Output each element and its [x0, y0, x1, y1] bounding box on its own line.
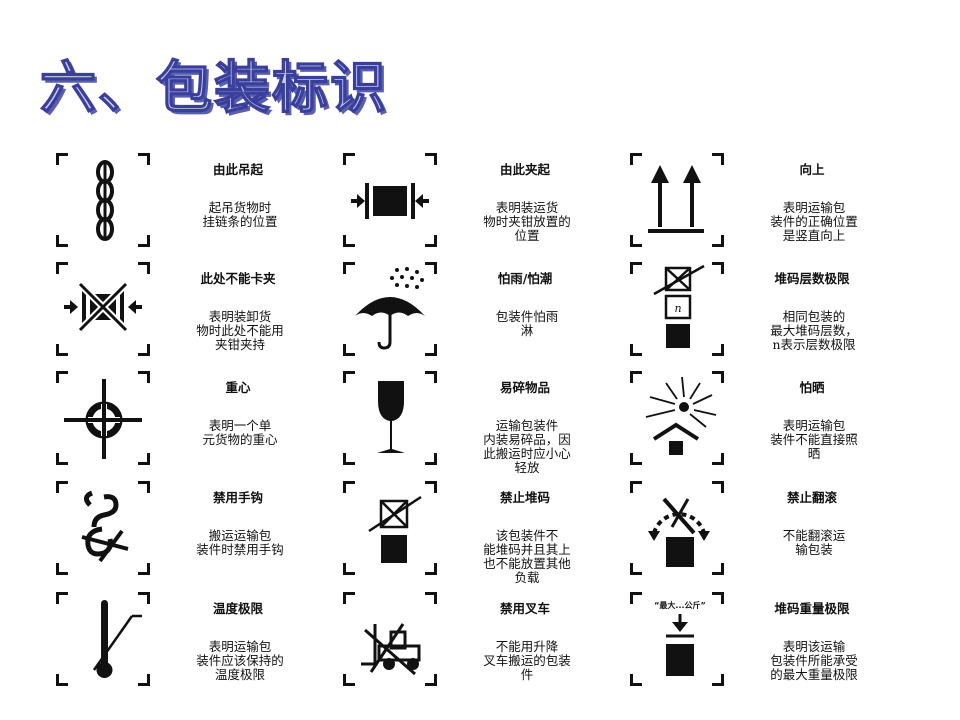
symbol-frame — [630, 481, 724, 575]
chain-icon — [58, 155, 148, 245]
label-item-no-clamp: 此处不能卡夹 表明装卸货 物时此处不能用 夹钳夹持 — [48, 262, 348, 368]
label-item-fragile: 易碎物品 运输包装件 内装易碎品，因 此搬运时应小心 轻放 — [335, 371, 635, 477]
symbol-frame — [56, 371, 150, 465]
stack-layer-number: n — [674, 302, 681, 315]
symbol-frame — [56, 153, 150, 247]
item-description: 不能翻滚运 输包装 — [782, 528, 846, 557]
symbol-frame — [343, 262, 437, 356]
label-item-no-stacking: 禁止堆码 该包装件不 能堆码并且其上 也不能放置其他 负载 — [335, 481, 635, 587]
clamp-here-icon — [345, 155, 435, 245]
item-title: 此处不能卡夹 — [200, 271, 276, 286]
no-rolling-icon — [632, 483, 722, 573]
label-item-clamp-here: 由此夹起 表明装运货 物时夹钳放置的 位置 — [335, 153, 635, 259]
no-clamp-icon — [58, 264, 148, 354]
label-item-lift-here: 由此吊起 起吊货物时 挂链条的位置 — [48, 153, 348, 259]
symbol-frame — [343, 153, 437, 247]
up-arrows-icon — [632, 155, 722, 245]
max-weight-label: “最大...公斤” — [654, 600, 706, 610]
item-title: 禁止堆码 — [499, 490, 550, 505]
symbol-frame — [56, 481, 150, 575]
item-title: 易碎物品 — [499, 380, 550, 395]
fragile-glass-icon — [345, 373, 435, 463]
symbol-frame — [56, 262, 150, 356]
item-title: 禁用手钩 — [212, 490, 263, 505]
label-item-temperature-limits: 温度极限 表明运输包 装件应该保持的 温度极限 — [48, 592, 348, 698]
item-description: 表明装卸货 物时此处不能用 夹钳夹持 — [196, 309, 284, 352]
center-of-gravity-icon — [58, 373, 148, 463]
stack-layers-icon: n — [632, 264, 722, 354]
symbol-frame: “最大...公斤” — [630, 592, 724, 686]
item-description: 起吊货物时 挂链条的位置 — [202, 200, 278, 229]
symbol-frame — [630, 371, 724, 465]
item-description: 运输包装件 内装易碎品，因 此搬运时应小心 轻放 — [483, 418, 571, 475]
item-title: 怕雨/怕潮 — [497, 271, 553, 286]
label-item-no-hand-hooks: 禁用手钩 搬运运输包 装件时禁用手钩 — [48, 481, 348, 587]
item-description: 不能用升降 叉车搬运的包装 件 — [483, 639, 571, 682]
item-description: 包装件怕雨 淋 — [495, 309, 559, 338]
label-item-keep-dry: 怕雨/怕潮 包装件怕雨 淋 — [335, 262, 635, 368]
item-description: 该包装件不 能堆码并且其上 也不能放置其他 负载 — [483, 528, 571, 585]
page-title: 六、包装标识 — [39, 55, 388, 121]
label-item-stack-weight-limit: “最大...公斤” 堆码重量极限 表明该运输 包装件所能承受 的最大重量极限 — [622, 592, 922, 698]
label-item-no-rolling: 禁止翻滚 不能翻滚运 输包装 — [622, 481, 922, 587]
umbrella-rain-icon — [345, 264, 435, 354]
no-forklift-icon — [345, 594, 435, 684]
item-title: 堆码层数极限 — [774, 271, 850, 286]
item-description: 表明运输包 装件应该保持的 温度极限 — [196, 639, 284, 682]
stack-weight-icon: “最大...公斤” — [632, 594, 722, 684]
thermometer-icon — [58, 594, 148, 684]
symbol-frame — [343, 481, 437, 575]
no-hand-hook-icon — [58, 483, 148, 573]
item-description: 表明该运输 包装件所能承受 的最大重量极限 — [770, 639, 858, 682]
item-description: 表明运输包 装件不能直接照 晒 — [770, 418, 858, 461]
item-description: 相同包装的 最大堆码层数， n表示层数极限 — [770, 309, 858, 352]
label-item-center-of-gravity: 重心 表明一个单 元货物的重心 — [48, 371, 348, 477]
item-description: 表明装运货 物时夹钳放置的 位置 — [483, 200, 571, 243]
symbol-frame — [630, 153, 724, 247]
symbol-frame — [343, 371, 437, 465]
item-description: 搬运运输包 装件时禁用手钩 — [196, 528, 284, 557]
item-description: 表明一个单 元货物的重心 — [202, 418, 278, 447]
item-title: 禁止翻滚 — [786, 490, 837, 505]
item-title: 由此夹起 — [499, 162, 550, 177]
item-title: 重心 — [225, 380, 251, 395]
item-title: 温度极限 — [212, 601, 263, 616]
item-title: 禁用叉车 — [499, 601, 550, 616]
item-title: 堆码重量极限 — [774, 601, 850, 616]
sunlight-icon — [632, 373, 722, 463]
item-title: 由此吊起 — [212, 162, 263, 177]
symbol-frame — [343, 592, 437, 686]
no-stacking-icon — [345, 483, 435, 573]
item-title: 向上 — [799, 162, 825, 177]
symbol-frame: n — [630, 262, 724, 356]
item-title: 怕晒 — [799, 380, 825, 395]
label-item-no-forklift: 禁用叉车 不能用升降 叉车搬运的包装 件 — [335, 592, 635, 698]
item-description: 表明运输包 装件的正确位置 是竖直向上 — [770, 200, 858, 243]
label-item-this-way-up: 向上 表明运输包 装件的正确位置 是竖直向上 — [622, 153, 922, 259]
symbol-frame — [56, 592, 150, 686]
label-item-keep-out-of-sun: 怕晒 表明运输包 装件不能直接照 晒 — [622, 371, 922, 477]
label-item-stack-layers-limit: n 堆码层数极限 相同包装的 最大堆码层数， n表示层数极限 — [622, 262, 922, 368]
